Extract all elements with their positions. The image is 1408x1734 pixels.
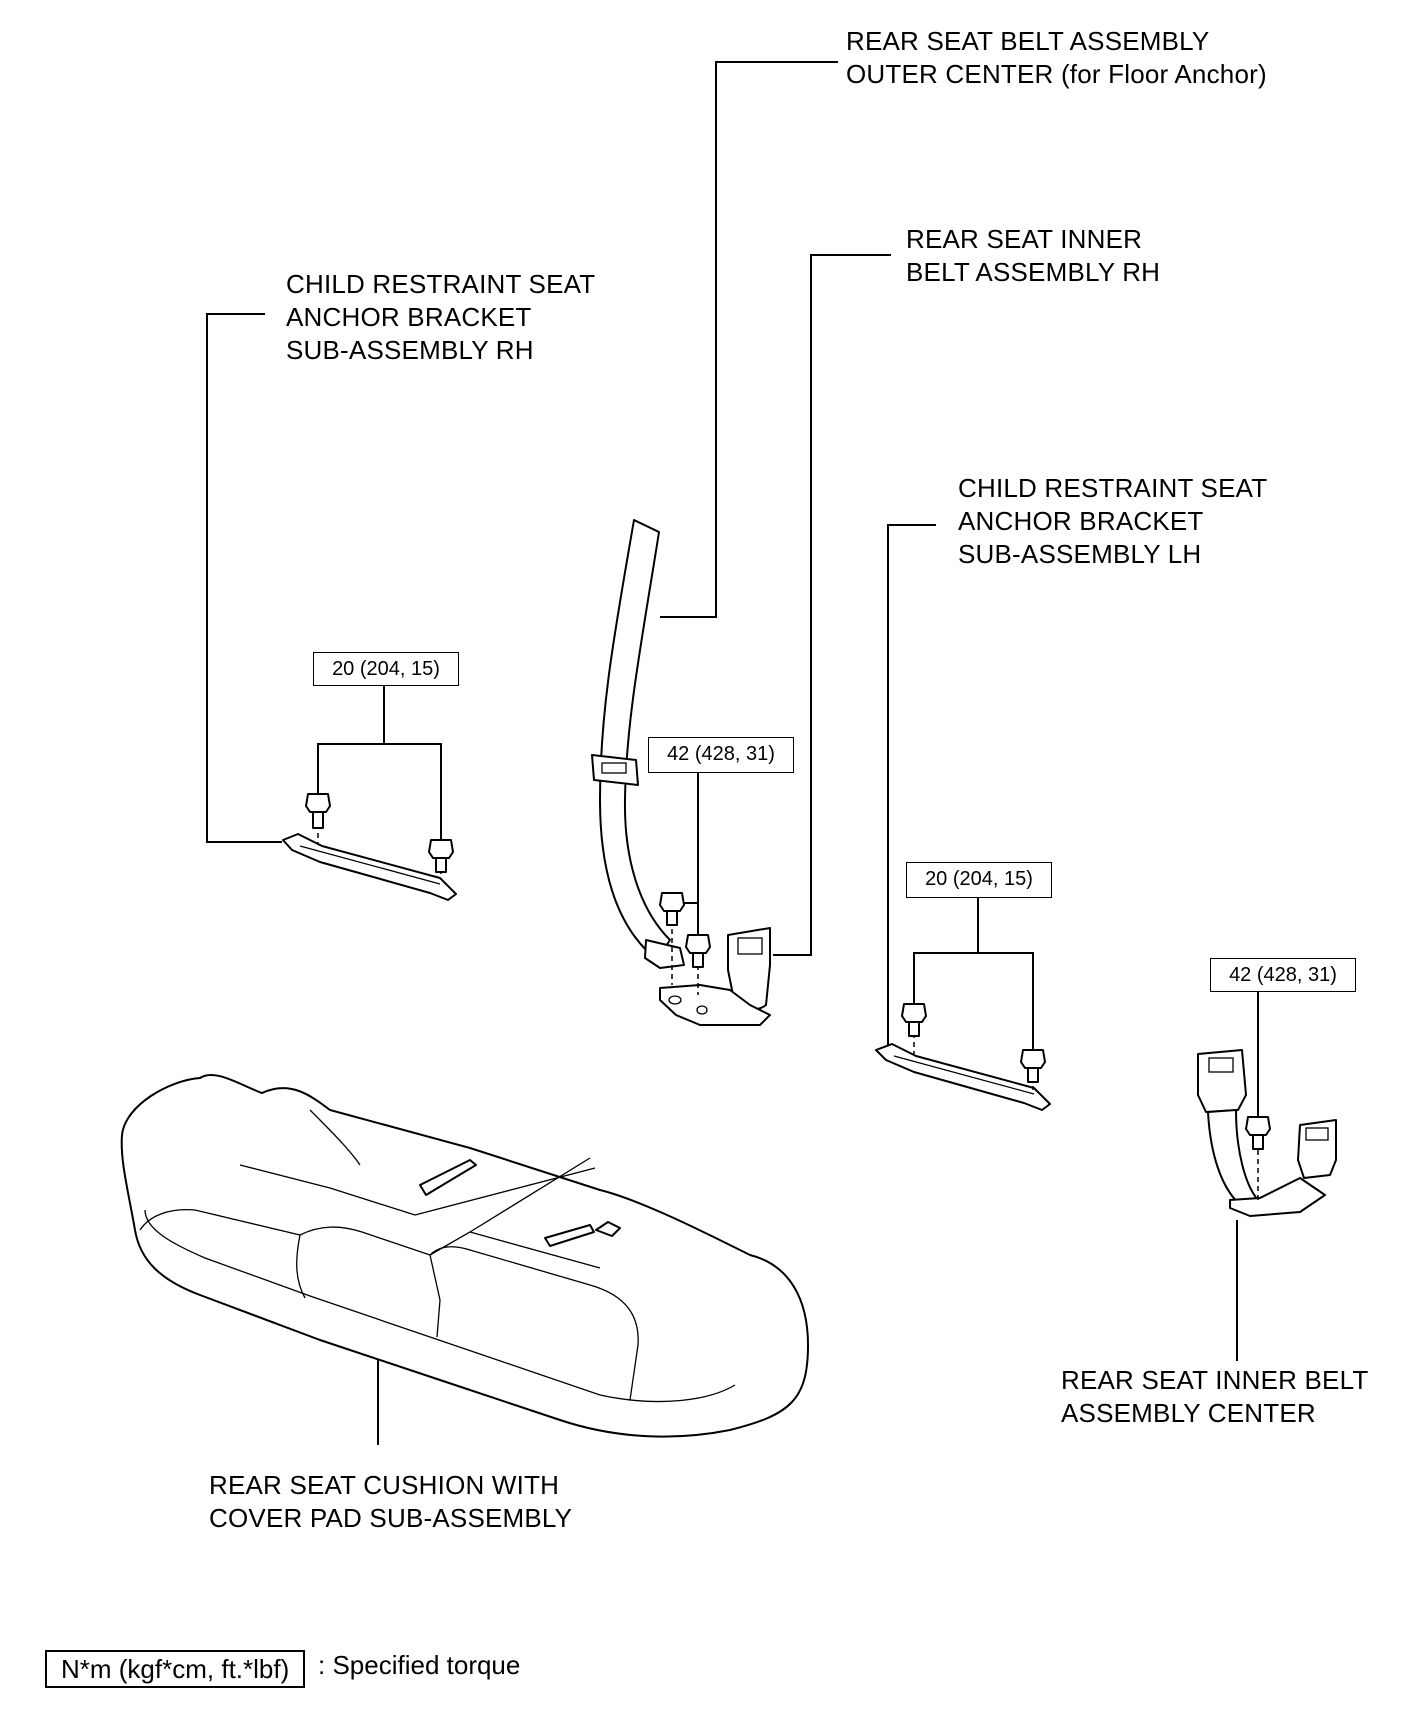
outer-center-belt (591, 519, 685, 969)
label-line: SUB-ASSEMBLY RH (286, 335, 534, 365)
label-line: OUTER CENTER (for Floor Anchor) (846, 59, 1267, 89)
label-line: REAR SEAT INNER (906, 224, 1143, 254)
label-line: BELT ASSEMBLY RH (906, 257, 1161, 287)
legend-text: : Specified torque (318, 1650, 521, 1680)
label-child-anchor-rh: CHILD RESTRAINT SEAT ANCHOR BRACKET SUB-… (286, 268, 595, 367)
torque-box-lh-bracket: 20 (204, 15) (906, 862, 1052, 898)
label-outer-center-belt: REAR SEAT BELT ASSEMBLY OUTER CENTER (fo… (846, 25, 1267, 91)
bolt-icon (901, 1003, 927, 1037)
label-seat-cushion: REAR SEAT CUSHION WITH COVER PAD SUB-ASS… (209, 1469, 572, 1535)
torque-box-rh-bracket: 20 (204, 15) (313, 652, 459, 686)
label-line: SUB-ASSEMBLY LH (958, 539, 1202, 569)
bolt-icon (659, 892, 685, 926)
rear-seat-cushion (120, 1073, 809, 1438)
label-line: ASSEMBLY CENTER (1061, 1398, 1316, 1428)
bolt-icon (1020, 1049, 1046, 1083)
label-line: CHILD RESTRAINT SEAT (286, 269, 596, 299)
label-line: REAR SEAT BELT ASSEMBLY (846, 26, 1210, 56)
bolt-icon (1245, 1116, 1271, 1150)
label-inner-belt-center: REAR SEAT INNER BELT ASSEMBLY CENTER (1061, 1364, 1368, 1430)
label-line: REAR SEAT CUSHION WITH (209, 1470, 560, 1500)
label-line: COVER PAD SUB-ASSEMBLY (209, 1503, 573, 1533)
child-anchor-bracket-rh (282, 815, 457, 901)
label-line: ANCHOR BRACKET (958, 506, 1204, 536)
bolt-icon (305, 793, 331, 829)
legend-unit-box: N*m (kgf*cm, ft.*lbf) (45, 1650, 306, 1688)
leader-lines (206, 61, 1259, 1445)
inner-belt-center (1197, 1049, 1337, 1217)
label-child-anchor-lh: CHILD RESTRAINT SEAT ANCHOR BRACKET SUB-… (958, 472, 1267, 571)
torque-box-center-belt: 42 (428, 31) (1210, 958, 1356, 992)
torque-box-rh-belt: 42 (428, 31) (648, 737, 794, 773)
label-line: REAR SEAT INNER BELT (1061, 1365, 1369, 1395)
inner-belt-rh (659, 920, 771, 1026)
label-line: CHILD RESTRAINT SEAT (958, 473, 1268, 503)
bolt-icon (685, 934, 711, 968)
bolt-icon (428, 839, 454, 873)
label-line: ANCHOR BRACKET (286, 302, 532, 332)
label-inner-belt-rh: REAR SEAT INNER BELT ASSEMBLY RH (906, 223, 1160, 289)
